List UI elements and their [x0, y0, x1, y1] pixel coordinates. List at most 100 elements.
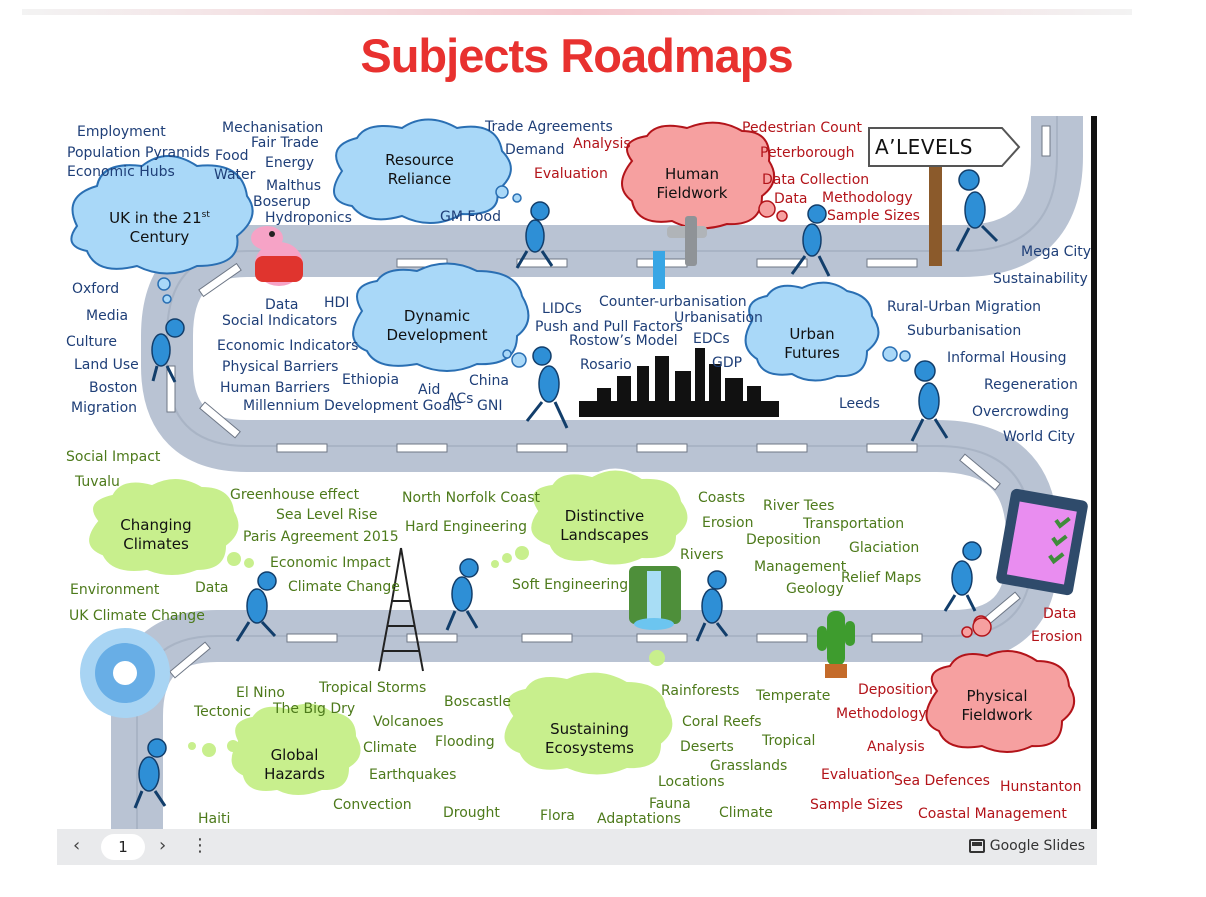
cloud-distinctive-landscapes: [491, 468, 690, 568]
keyword-boscastle: Boscastle: [444, 694, 512, 710]
keyword-tropical: Tropical: [762, 733, 816, 749]
keyword-data-mid: Data: [265, 297, 299, 313]
keyword-human-barriers: Human Barriers: [220, 380, 330, 396]
keyword-push-pull-factors: Push and Pull Factors: [535, 319, 683, 335]
keyword-deposition-green: Deposition: [746, 532, 821, 548]
keyword-environment: Environment: [70, 582, 160, 598]
keyword-tuvalu: Tuvalu: [75, 474, 120, 490]
keyword-coasts: Coasts: [698, 490, 745, 506]
keyword-temperate: Temperate: [756, 688, 831, 704]
google-slides-link[interactable]: Google Slides: [989, 838, 1085, 854]
cloud-global-hazards: [188, 701, 363, 797]
keyword-uk-climate-change: UK Climate Change: [69, 608, 205, 624]
bubble-physical-fieldwork: [972, 617, 992, 637]
keyword-overcrowding: Overcrowding: [972, 404, 1070, 420]
waterfall-icon: [629, 566, 681, 630]
keyword-coral-reefs: Coral Reefs: [682, 714, 762, 730]
cloud-dynamic-development: [352, 262, 530, 372]
keyword-deposition-red: Deposition: [858, 682, 933, 698]
keyword-migration: Migration: [71, 400, 138, 416]
keyword-adaptations: Adaptations: [597, 811, 681, 827]
keyword-boserup: Boserup: [253, 194, 311, 210]
human-fieldwork-line-1: Human: [664, 165, 720, 183]
next-slide-button[interactable]: ›: [159, 835, 167, 856]
slide-right-border: [1091, 116, 1097, 829]
slides-footer-bar: ‹ 1 › ⋮ Google Slides: [57, 829, 1097, 865]
keyword-edcs: EDCs: [693, 331, 730, 347]
keyword-the-big-dry: The Big Dry: [273, 701, 356, 717]
keyword-gm-food: GM Food: [440, 209, 501, 225]
keyword-malthus: Malthus: [266, 178, 322, 194]
keyword-world-city: World City: [1003, 429, 1076, 445]
keyword-erosion-green: Erosion: [702, 515, 754, 531]
top-accent-bar: [22, 9, 1132, 15]
cloud-resource-reliance: [333, 118, 522, 225]
keyword-acs: ACs: [447, 391, 474, 407]
keyword-urbanisation: Urbanisation: [674, 310, 763, 326]
keyword-energy: Energy: [265, 155, 315, 171]
more-options-icon[interactable]: ⋮: [191, 835, 209, 856]
keyword-sea-level-rise: Sea Level Rise: [276, 507, 378, 523]
urban-futures-line-2: Futures: [784, 344, 840, 362]
keyword-drought: Drought: [443, 805, 500, 821]
cloud-changing-climates: [87, 477, 254, 577]
dynamic-development-line-2: Development: [386, 326, 488, 344]
sustaining-ecosystems-line-2: Ecosystems: [545, 739, 634, 757]
keyword-hydroponics: Hydroponics: [265, 210, 352, 226]
runner-7: [235, 571, 277, 642]
keyword-north-norfolk-coast: North Norfolk Coast: [402, 490, 541, 506]
alevels-sign-label: A’LEVELS: [875, 135, 973, 159]
keyword-food: Food: [215, 148, 249, 164]
clipboard-icon: [996, 488, 1088, 596]
slide-page-number[interactable]: 1: [101, 834, 145, 860]
keyword-physical-barriers: Physical Barriers: [222, 359, 339, 375]
runner-10: [943, 541, 982, 612]
keyword-geology: Geology: [786, 581, 844, 597]
keyword-haiti: Haiti: [198, 811, 231, 827]
keyword-erosion-red: Erosion: [1031, 629, 1083, 645]
global-hazards-line-2: Hazards: [264, 765, 325, 783]
keyword-data-top: Data: [774, 191, 808, 207]
keyword-locations: Locations: [658, 774, 725, 790]
keyword-social-indicators: Social Indicators: [222, 313, 338, 329]
keyword-sea-defences: Sea Defences: [894, 773, 990, 789]
changing-climates-line-2: Climates: [123, 535, 189, 553]
keyword-mechanisation: Mechanisation: [222, 120, 324, 136]
keyword-analysis-top: Analysis: [573, 136, 631, 152]
keyword-river-tees: River Tees: [763, 498, 835, 514]
previous-slide-button[interactable]: ‹: [73, 835, 81, 856]
page-title: Subjects Roadmaps: [360, 29, 793, 82]
keyword-suburbanisation: Suburbanisation: [907, 323, 1022, 339]
keyword-china: China: [469, 373, 509, 389]
keyword-gni: GNI: [477, 398, 503, 414]
keyword-management: Management: [754, 559, 847, 575]
bubble-global-hazards: [227, 740, 239, 752]
keyword-rosario: Rosario: [580, 357, 632, 373]
keyword-climate-change: Climate Change: [288, 579, 400, 595]
keyword-hdi: HDI: [324, 295, 350, 311]
keyword-flora: Flora: [540, 808, 575, 824]
keyword-economic-indicators: Economic Indicators: [217, 338, 359, 354]
uk-21st-century-line-1: UK in the 21: [109, 209, 202, 227]
running-figures: [133, 169, 999, 809]
human-fieldwork-line-2: Fieldwork: [656, 184, 728, 202]
keyword-oxford: Oxford: [72, 281, 120, 297]
keyword-rostows-model: Rostow’s Model: [569, 333, 678, 349]
keyword-transportation: Transportation: [803, 516, 905, 532]
keyword-economic-hubs: Economic Hubs: [67, 164, 175, 180]
keyword-methodology-bottom: Methodology: [836, 706, 927, 722]
keyword-paris-agreement: Paris Agreement 2015: [243, 529, 399, 545]
keyword-climate-mid: Climate: [363, 740, 417, 756]
keyword-data-green: Data: [195, 580, 229, 596]
keyword-tropical-storms: Tropical Storms: [319, 680, 427, 696]
uk-21st-century-superscript: st: [201, 210, 210, 220]
keyword-hunstanton: Hunstanton: [1000, 779, 1082, 795]
bubble-distinctive-landscapes: [649, 650, 665, 666]
keyword-peterborough: Peterborough: [760, 145, 855, 161]
keyword-pedestrian-count: Pedestrian Count: [742, 120, 862, 136]
keyword-millennium-goals: Millennium Development Goals: [243, 398, 462, 414]
city-skyline: [579, 348, 779, 417]
